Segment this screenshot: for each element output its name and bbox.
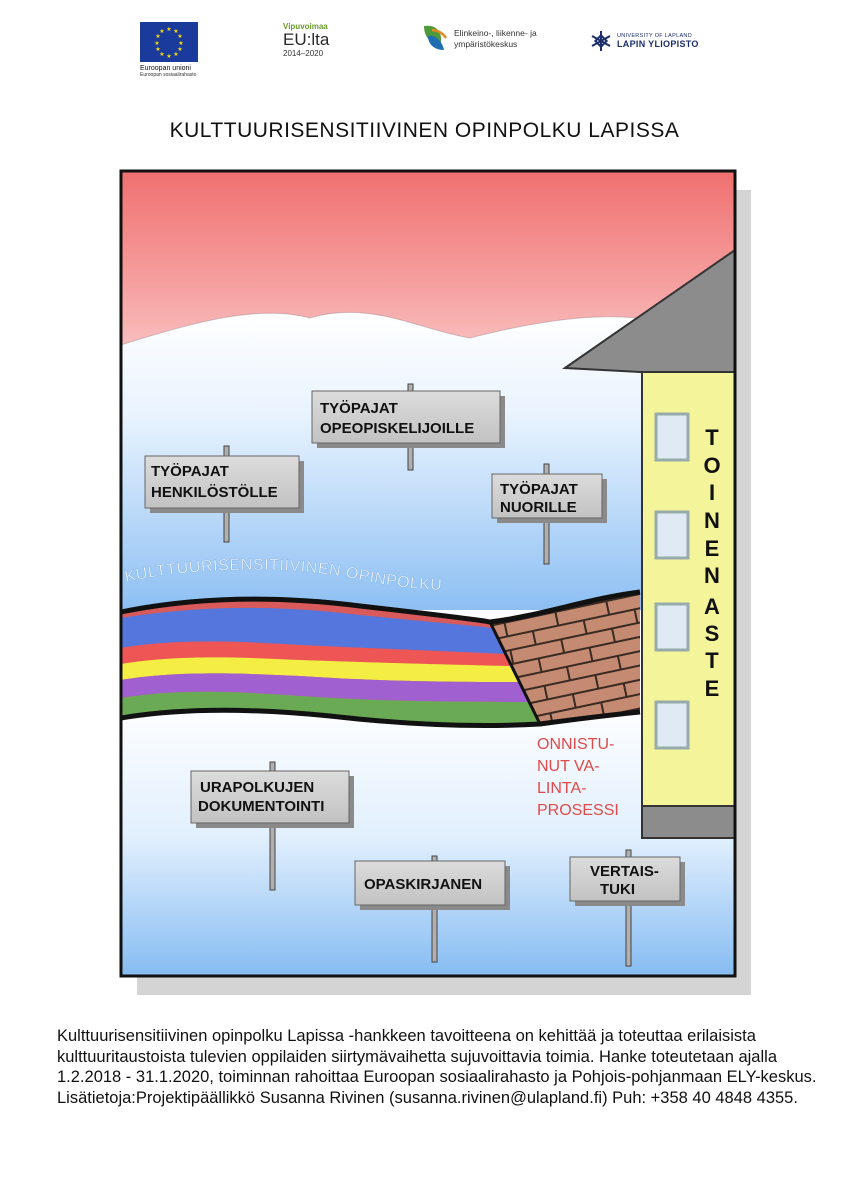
building-letter: I (709, 480, 715, 505)
sign-vertais-line1: VERTAIS- (590, 863, 659, 880)
project-description: Kulttuurisensitiivinen opinpolku Lapissa… (57, 1027, 817, 1107)
eu-caption: Euroopan unioni (140, 65, 191, 72)
page-title: KULTTUURISENSITIIVINEN OPINPOLKU LAPISSA (169, 119, 680, 142)
building-letter: N (704, 508, 720, 533)
sign-ura-line1: URAPOLKUJEN (200, 779, 314, 796)
success-line-1: ONNISTU- (537, 736, 614, 753)
building-letter: E (705, 676, 720, 701)
sign-henkilosto-line2: HENKILÖSTÖLLE (151, 484, 278, 501)
success-line-4: PROSESSI (537, 802, 619, 819)
university-logo: UNIVERSITY OF LAPLAND LAPIN YLIOPISTO (590, 30, 699, 52)
success-label: ONNISTU- NUT VA- LINTA- PROSESSI (537, 736, 619, 819)
sign-nuoret-line2: NUORILLE (500, 499, 577, 516)
eu-flag-icon: ★★★ ★★★ ★★★ ★★★ (140, 22, 198, 62)
lower-field (121, 700, 735, 976)
svg-text:★: ★ (155, 33, 160, 40)
frame-border (119, 169, 737, 978)
svg-text:★: ★ (159, 28, 164, 35)
building-letter: S (705, 621, 720, 646)
vipuvoimaa-logo: Vipuvoimaa EU:lta 2014–2020 (283, 22, 329, 58)
building-letter: N (704, 563, 720, 588)
sign-opaskirjanen: OPASKIRJANEN (364, 876, 482, 893)
building-letter: E (705, 536, 720, 561)
success-line-3: LINTA- (537, 780, 586, 797)
eu-logo: ★★★ ★★★ ★★★ ★★★ Euroopan unioni Euroopan… (140, 22, 198, 78)
vipu-years-text: 2014–2020 (283, 49, 324, 58)
building-letter: O (703, 453, 720, 478)
building-letter: A (704, 594, 720, 619)
svg-text:★: ★ (155, 46, 160, 53)
sign-nuoret-line1: TYÖPAJAT (500, 481, 578, 498)
university-name-finnish: LAPIN YLIOPISTO (617, 39, 699, 49)
svg-text:★: ★ (159, 51, 164, 58)
svg-text:★: ★ (154, 40, 159, 47)
svg-text:★: ★ (166, 53, 171, 60)
svg-text:★: ★ (177, 46, 182, 53)
svg-text:★: ★ (177, 33, 182, 40)
snowflake-icon (591, 31, 611, 51)
svg-text:★: ★ (178, 40, 183, 47)
svg-text:★: ★ (173, 51, 178, 58)
sign-opeopiskelijat-line2: OPEOPISKELIJOILLE (320, 420, 474, 437)
ely-text-line2: ympäristökeskus (454, 39, 518, 49)
sign-opeopiskelijat-line1: TYÖPAJAT (320, 400, 398, 417)
sign-vertais-line2: TUKI (600, 881, 635, 898)
success-line-2: NUT VA- (537, 758, 600, 775)
sign-ura-line2: DOKUMENTOINTI (198, 798, 324, 815)
building-label: T O I N E N A S T E (703, 425, 720, 701)
ely-logo: Elinkeino-, liikenne- ja ympäristökeskus (420, 22, 537, 52)
building-letter: T (705, 425, 719, 450)
university-name-english: UNIVERSITY OF LAPLAND (617, 33, 692, 39)
building-letter: T (705, 648, 719, 673)
sign-boards (144, 390, 685, 910)
vipu-main-text: EU:lta (283, 30, 330, 49)
eu-subcaption: Euroopan sosiaalirahasto (140, 72, 197, 78)
sign-henkilosto-line1: TYÖPAJAT (151, 463, 229, 480)
brick-path (490, 592, 640, 724)
snow-hills (121, 312, 735, 610)
ely-text-line1: Elinkeino-, liikenne- ja (454, 28, 537, 38)
building (562, 248, 736, 839)
ely-leaf-icon (424, 25, 448, 50)
rainbow-path (121, 600, 540, 726)
svg-text:★: ★ (173, 28, 178, 35)
diagram-illustration: TYÖPAJAT OPEOPISKELIJOILLE TYÖPAJAT HENK… (119, 169, 751, 995)
svg-text:★: ★ (166, 26, 171, 33)
vipu-top-text: Vipuvoimaa (283, 22, 328, 31)
